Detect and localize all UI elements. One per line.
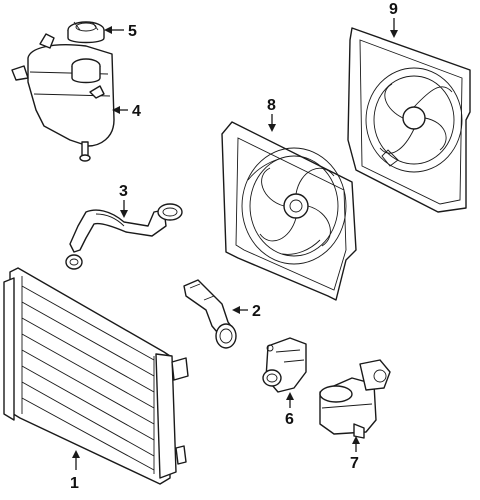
fan-shroud-front (221, 121, 357, 301)
callout-label-7: 7 (350, 455, 359, 472)
callout-label-1: 1 (70, 475, 79, 492)
callout-9: 9 (389, 1, 398, 38)
callout-7: 7 (350, 436, 360, 472)
upper-hose (65, 203, 183, 270)
callout-1: 1 (70, 450, 80, 492)
callout-8: 8 (267, 97, 276, 132)
callout-label-4: 4 (132, 103, 141, 120)
callout-3: 3 (119, 183, 128, 218)
radiator (3, 267, 189, 485)
callout-label-9: 9 (389, 1, 398, 18)
callout-label-3: 3 (119, 183, 128, 200)
thermostat (262, 337, 307, 393)
fan-shroud-rear (347, 27, 471, 213)
callout-label-2: 2 (252, 303, 261, 320)
callout-4: 4 (112, 103, 141, 120)
expansion-tank (11, 33, 115, 162)
callout-5: 5 (104, 23, 137, 40)
reservoir-cap (67, 21, 105, 44)
water-pump (319, 359, 391, 439)
callout-label-6: 6 (285, 411, 294, 428)
callout-label-5: 5 (128, 23, 137, 40)
lower-hose (183, 279, 237, 349)
callout-2: 2 (232, 303, 261, 320)
callout-6: 6 (285, 392, 294, 428)
callout-label-8: 8 (267, 97, 276, 114)
